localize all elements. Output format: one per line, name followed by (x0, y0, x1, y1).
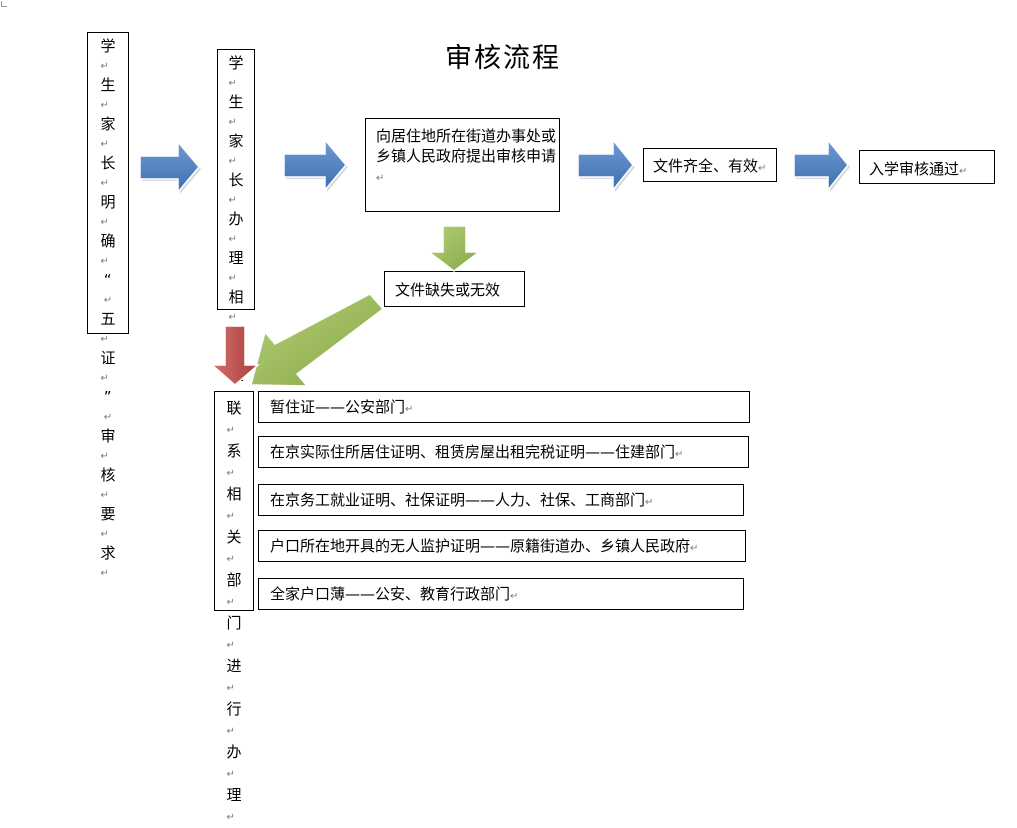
contact-departments-box: 联系相关部门进行办理联↵系↵相↵关↵部↵门↵进↵行↵办↵理↵ (214, 391, 254, 823)
vertical-char: 理↵ (228, 249, 244, 284)
vertical-char: “↵ (103, 271, 113, 306)
vertical-char: 系↵ (226, 442, 242, 479)
arrow-down-green (426, 225, 482, 272)
vertical-char: 门↵ (226, 614, 242, 651)
vertical-char: 理↵ (226, 786, 242, 823)
vertical-char: 要↵ (100, 505, 116, 540)
vertical-char: 家↵ (228, 132, 244, 167)
return-mark: ↵ (376, 173, 385, 184)
complete-box: 文件齐全、有效↵ (643, 148, 777, 182)
vertical-char: 生↵ (228, 93, 244, 128)
vertical-char: 关↵ (226, 528, 242, 565)
return-mark: ↵ (645, 497, 654, 508)
vertical-char: 学↵ (100, 37, 116, 72)
requirements-box: 学生家长明确“五证”审核要求学↵生↵家↵长↵明↵确↵“↵五↵证↵”↵审↵核↵要↵… (87, 32, 129, 579)
vertical-char: 相↵ (226, 485, 242, 522)
arrow-diagonal-green (250, 293, 385, 387)
diagram-title: 审核流程 (445, 43, 561, 74)
arrow-right-4 (793, 137, 850, 193)
missing-box: 文件缺失或无效 (384, 271, 525, 307)
department-row: 户口所在地开具的无人监护证明——原籍街道办、乡镇人民政府↵ (258, 530, 746, 562)
vertical-char: 相↵ (228, 288, 244, 323)
vertical-char: 长↵ (100, 154, 116, 189)
arrow-down-red (209, 325, 261, 386)
department-text: 暂住证——公安部门 (270, 398, 406, 416)
department-text: 在京务工就业证明、社保证明——人力、社保、工商部门 (270, 491, 646, 509)
vertical-char: 行↵ (226, 700, 242, 737)
department-text: 全家户口薄——公安、教育行政部门 (270, 585, 511, 603)
return-mark: ↵ (758, 163, 767, 174)
vertical-char: 五↵ (100, 310, 116, 345)
vertical-char: 证↵ (100, 349, 116, 384)
application-text: 向居住地所在街道办事处或乡镇人民政府提出审核申请 (376, 127, 557, 165)
approved-box: 入学审核通过↵ (859, 150, 995, 184)
department-row: 在京实际住所居住证明、租赁房屋出租完税证明——住建部门↵ (258, 436, 749, 468)
missing-text: 文件缺失或无效 (395, 281, 501, 299)
flow-arrows (139, 137, 850, 387)
arrow-right-1 (139, 139, 201, 195)
vertical-char: 生↵ (100, 76, 116, 111)
vertical-char: 审↵ (100, 427, 116, 462)
vertical-char: 家↵ (100, 115, 116, 150)
vertical-char: ”↵ (103, 388, 113, 423)
department-row: 暂住证——公安部门↵ (258, 391, 750, 423)
approved-text: 入学审核通过 (869, 160, 960, 178)
complete-text: 文件齐全、有效 (653, 157, 759, 175)
return-mark: ↵ (510, 591, 519, 602)
department-row: 全家户口薄——公安、教育行政部门↵ (258, 578, 744, 610)
vertical-char: 核↵ (100, 466, 116, 501)
department-row: 在京务工就业证明、社保证明——人力、社保、工商部门↵ (258, 484, 744, 516)
vertical-char: 求↵ (100, 544, 116, 579)
department-text: 在京实际住所居住证明、租赁房屋出租完税证明——住建部门 (270, 443, 676, 461)
return-mark: ↵ (405, 404, 414, 415)
arrow-right-2 (283, 137, 348, 193)
return-mark: ↵ (675, 449, 684, 460)
vertical-char: 办↵ (226, 743, 242, 780)
vertical-char: 联↵ (226, 399, 242, 436)
page-corner-mark (1, 1, 7, 7)
vertical-char: 学↵ (228, 54, 244, 89)
vertical-char: 长↵ (228, 171, 244, 206)
vertical-char: 办↵ (228, 210, 244, 245)
return-mark: ↵ (959, 166, 968, 177)
vertical-char: 进↵ (226, 657, 242, 694)
application-box: 向居住地所在街道办事处或乡镇人民政府提出审核申请 ↵ (365, 118, 560, 212)
arrow-right-3 (577, 137, 635, 193)
vertical-char: 部↵ (226, 571, 242, 608)
department-text: 户口所在地开具的无人监护证明——原籍街道办、乡镇人民政府 (270, 537, 691, 555)
vertical-char: 确↵ (100, 232, 116, 267)
return-mark: ↵ (690, 543, 699, 554)
vertical-char: 明↵ (100, 193, 116, 228)
